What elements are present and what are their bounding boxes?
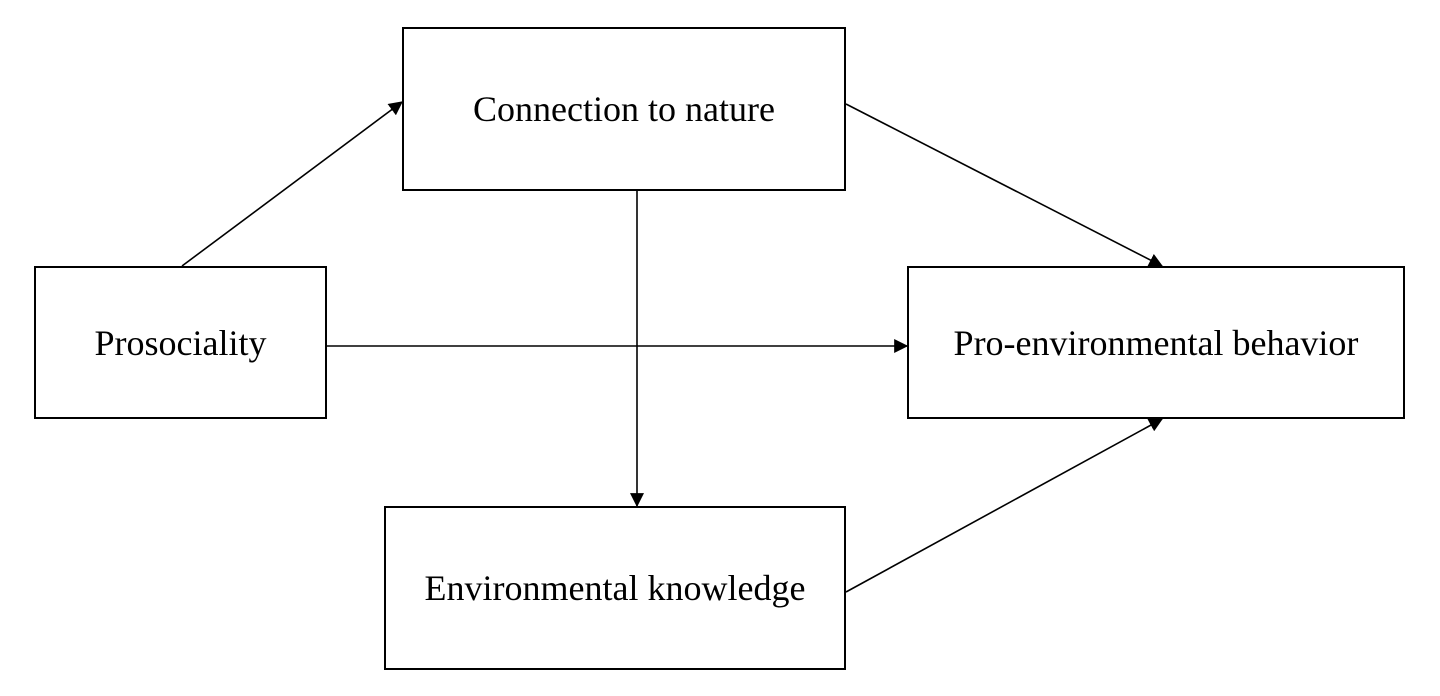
edge-connection-to-proenv: [845, 103, 1164, 267]
node-label-connection-to-nature: Connection to nature: [473, 89, 775, 129]
node-label-prosociality: Prosociality: [94, 322, 267, 363]
node-label-environmental-knowledge: Environmental knowledge: [424, 568, 806, 608]
node-connection-to-nature: Connection to nature: [402, 27, 846, 191]
node-environmental-knowledge: Environmental knowledge: [384, 506, 846, 670]
node-label-pro-environmental-behavior: Pro-environmental behavior: [953, 322, 1359, 363]
node-prosociality: Prosociality: [34, 266, 327, 419]
edge-knowledge-to-proenv: [845, 418, 1164, 593]
edge-prosociality-to-connection: [181, 101, 403, 267]
node-pro-environmental-behavior: Pro-environmental behavior: [907, 266, 1405, 419]
